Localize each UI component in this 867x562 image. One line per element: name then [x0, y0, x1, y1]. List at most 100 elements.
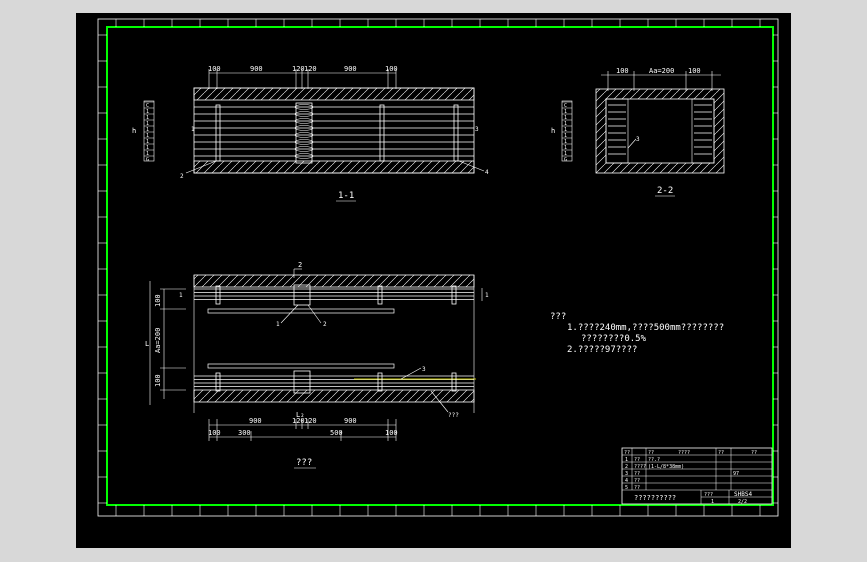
plan-left-label: L: [145, 340, 149, 348]
section-1-1: 100 900 120 120 900 100 2 4 1 3 h C11111…: [132, 65, 489, 202]
s2-callout: 3: [636, 136, 640, 143]
tb-h2: ????: [678, 450, 690, 456]
tb-r3-name: ??: [634, 478, 640, 484]
plan-top-marker: 2: [298, 261, 302, 269]
cad-drawing: 100 900 120 120 900 100 2 4 1 3 h C11111…: [97, 18, 779, 517]
s1-dim-0: 100: [208, 65, 221, 73]
tb-footer-code: SHBS4: [734, 491, 752, 498]
tb-footer-sheet: 1: [711, 499, 714, 505]
s1-dim-5: 100: [385, 65, 398, 73]
plan-left-dim-1: Aa=200: [154, 328, 162, 353]
plan-b2dim-2: 500: [330, 429, 343, 437]
rebar-coupler: [294, 111, 314, 117]
plan-view: 2 1 1 1 2 3: [145, 261, 489, 469]
plan-side-marker-right: 1: [485, 292, 489, 299]
s2-dim-0: 100: [616, 67, 629, 75]
tb-r2-no: 3: [625, 471, 628, 477]
s2-left-label: h: [551, 127, 555, 135]
scale-tick-label: 1: [146, 127, 149, 133]
title-block: ?? ?? ???? ?? ?? 1 ?? ??.? 2 ???? (1-L/8…: [621, 447, 773, 505]
tb-r3-no: 4: [625, 478, 628, 484]
plan-callout-4: ???: [448, 412, 459, 419]
tb-r1-name: ????: [634, 464, 646, 470]
scale-tick-label: G: [146, 157, 149, 163]
scale-tick-label: 1: [564, 133, 567, 139]
scale-tick-label: 1: [146, 121, 149, 127]
scale-tick-label: 1: [564, 109, 567, 115]
rebar-coupler: [294, 104, 314, 110]
plan-bdim-3: 900: [344, 417, 357, 425]
tb-footer-label: ???: [704, 492, 713, 498]
tb-r0-spec: ??.?: [648, 457, 660, 463]
plan-bdim-0: 900: [249, 417, 262, 425]
scale-tick-label: 1: [146, 109, 149, 115]
tb-r2-qty: 97: [733, 471, 739, 477]
s1-callout-4: 4: [485, 169, 489, 176]
tb-r2-name: ??: [634, 471, 640, 477]
notes: ??? 1.????240mm,????500mm???????? ??????…: [550, 312, 724, 355]
outer-frame: [97, 18, 779, 517]
s2-dim-1: Aa=200: [649, 67, 674, 75]
tb-h4: ??: [751, 450, 757, 456]
plan-title: ???: [296, 458, 312, 468]
rebar-coupler: [294, 118, 314, 124]
scale-tick-label: C: [564, 103, 567, 109]
tb-h0: ??: [624, 450, 630, 456]
scale-tick-label: 1: [146, 115, 149, 121]
tb-h3: ??: [718, 450, 724, 456]
tb-footer-title: ??????????: [634, 494, 676, 502]
s1-left-label: h: [132, 127, 136, 135]
tb-r0-name: ??: [634, 457, 640, 463]
notes-heading: ???: [550, 312, 566, 322]
scale-tick-label: G: [564, 157, 567, 163]
s1-dim-4: 900: [344, 65, 357, 73]
scale-tick-label: 1: [564, 145, 567, 151]
plan-bdim-2: 120: [304, 417, 317, 425]
plan-left-dim-0: 100: [154, 294, 162, 307]
scale-tick-label: 1: [146, 133, 149, 139]
rebar-coupler: [294, 132, 314, 138]
frame-ticks: [98, 19, 778, 516]
plan-b2dim-0: 100: [208, 429, 221, 437]
scale-tick-label: 1: [564, 151, 567, 157]
plan-b2dim-3: 100: [385, 429, 398, 437]
notes-line-1: 1.????240mm,????500mm????????: [567, 323, 724, 333]
plan-bdim-1: 120: [292, 417, 305, 425]
plan-callout-1: 1: [276, 321, 280, 328]
section-2-title: 2-2: [657, 186, 673, 196]
s1-dim-3: 120: [304, 65, 317, 73]
scale-tick-label: 1: [564, 127, 567, 133]
s2-dim-2: 100: [688, 67, 701, 75]
plan-side-marker-left: 1: [179, 292, 183, 299]
plan-callout-2: 2: [323, 321, 327, 328]
s1-callout-3: 3: [475, 126, 479, 133]
plan-bottom-label: L₂: [296, 411, 304, 419]
section-1-title: 1-1: [338, 191, 354, 201]
notes-line-3: 2.?????97????: [567, 345, 637, 355]
scale-tick-label: 1: [146, 139, 149, 145]
s1-callout-2: 2: [180, 173, 184, 180]
s1-callout-1: 1: [191, 126, 195, 133]
rebar-coupler: [294, 139, 314, 145]
scale-tick-label: 1: [146, 151, 149, 157]
scale-tick-label: 1: [146, 145, 149, 151]
s1-dim-1: 900: [250, 65, 263, 73]
tb-r1-no: 2: [625, 464, 628, 470]
tb-r4-no: 5: [625, 485, 628, 491]
scale-tick-label: C: [146, 103, 149, 109]
tb-r0-no: 1: [625, 457, 628, 463]
rebar-coupler: [294, 153, 314, 159]
tb-h1: ??: [648, 450, 654, 456]
tb-r4-name: ??: [634, 485, 640, 491]
plan-b2dim-1: 300: [238, 429, 251, 437]
rebar-coupler: [294, 125, 314, 131]
tb-r1-spec: (1-L/8*38mm): [648, 464, 684, 470]
rebar-coupler: [294, 146, 314, 152]
scale-tick-label: 1: [564, 121, 567, 127]
scale-tick-label: 1: [564, 115, 567, 121]
tb-footer-total: 2/2: [738, 499, 747, 505]
plan-left-dim-2: 100: [154, 374, 162, 387]
s1-dim-2: 120: [292, 65, 305, 73]
